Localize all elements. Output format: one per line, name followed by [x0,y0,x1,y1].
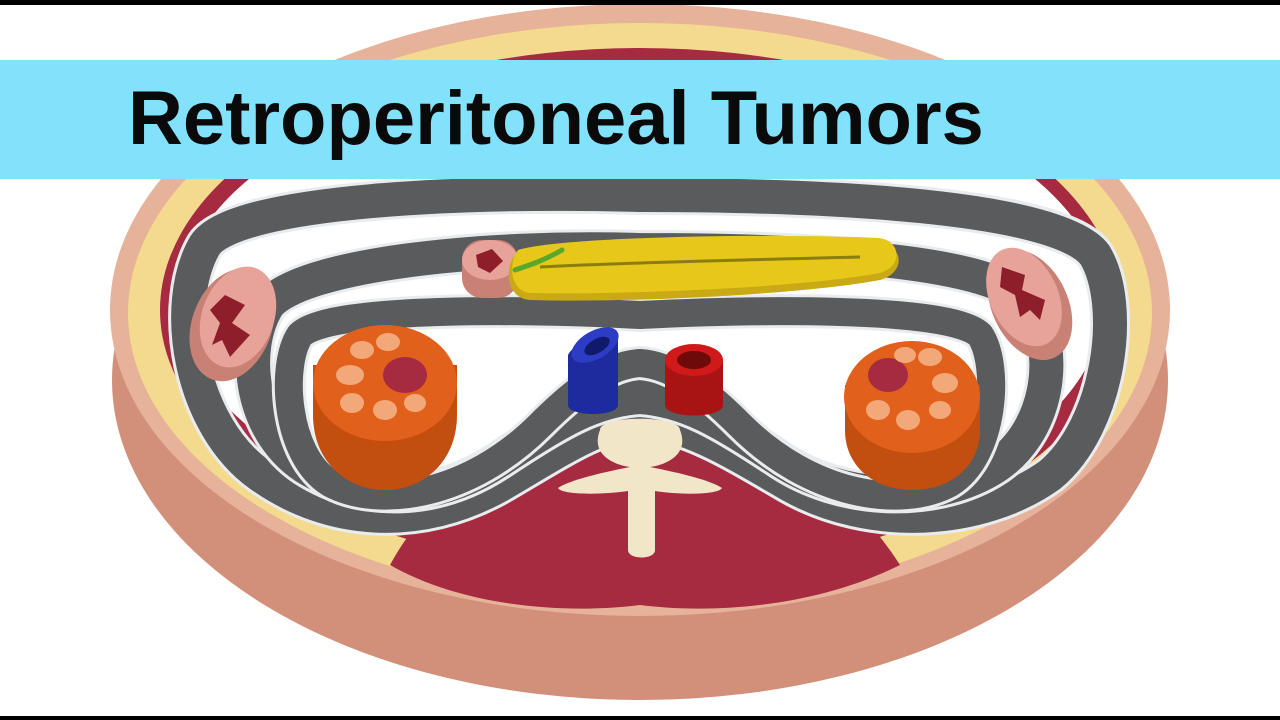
duodenum [462,240,518,298]
left-kidney [844,341,980,490]
right-kidney [313,325,457,490]
title-banner: Retroperitoneal Tumors [0,60,1280,179]
page-title: Retroperitoneal Tumors [128,76,984,161]
aorta [665,344,723,416]
ascending-colon [189,266,277,382]
slide: Retroperitoneal Tumors [0,5,1280,716]
descending-colon [986,247,1073,360]
inferior-vena-cava [568,327,619,414]
vertebra [558,418,722,558]
pancreas [508,235,899,301]
